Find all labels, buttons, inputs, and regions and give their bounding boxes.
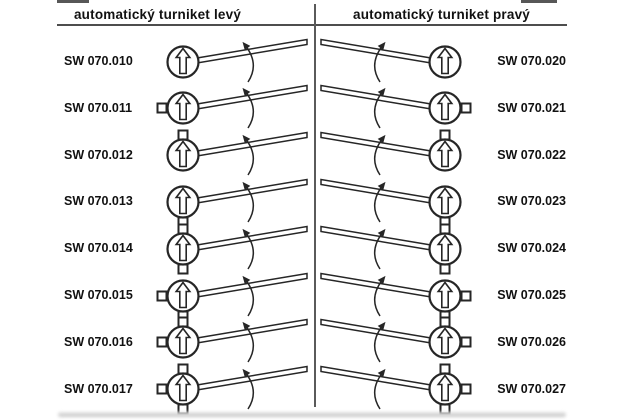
mount-tab-top — [177, 363, 189, 375]
mount-tab-side — [156, 383, 168, 395]
product-code-left: SW 070.015 — [64, 288, 133, 302]
rotation-arrowhead — [242, 275, 251, 284]
rotation-arrowhead — [242, 134, 251, 144]
product-code-left: SW 070.011 — [64, 100, 133, 115]
product-code-right: SW 070.027 — [497, 381, 566, 396]
turnstile-diagram-right — [320, 363, 472, 415]
rotor-up-arrow-icon — [174, 327, 192, 355]
turnstile-diagram-right — [320, 129, 462, 176]
turnstile-diagram-right — [320, 84, 472, 129]
rotation-arrowhead — [242, 322, 251, 331]
mount-tab-side — [460, 102, 472, 114]
product-code-right: SW 070.025 — [497, 288, 566, 302]
product-code-left: SW 070.016 — [64, 334, 133, 349]
product-code-right: SW 070.023 — [497, 194, 566, 209]
header-rule — [57, 24, 567, 26]
rotor-up-arrow-icon — [174, 374, 192, 402]
column-header-left: automatický turniket levý — [73, 7, 242, 22]
rotor-up-arrow-icon — [436, 280, 454, 308]
product-code-left: SW 070.017 — [64, 381, 133, 396]
rotor-up-arrow-icon — [436, 327, 454, 355]
rotor-up-arrow-icon — [174, 46, 192, 74]
mount-tab-side — [156, 290, 168, 301]
turnstile-diagram-left — [156, 272, 308, 321]
turnstile-diagram-right — [320, 178, 462, 228]
mount-tab-top — [177, 316, 189, 328]
mount-tab-side — [460, 383, 472, 395]
mount-tab-top — [439, 363, 451, 375]
turnstile-diagram-left — [166, 129, 308, 176]
rotation-arrowhead — [242, 368, 251, 378]
rotation-arrowhead — [242, 181, 251, 191]
turnstile-diagram-right — [320, 38, 462, 82]
rotation-arrowhead — [242, 88, 251, 97]
rotation-arrowhead — [377, 41, 386, 50]
rotor-up-arrow-icon — [174, 233, 192, 261]
turnstile-row: SW 070.015 SW 070.025 — [0, 272, 630, 321]
turnstile-diagram-right — [320, 316, 472, 363]
rotation-arrowhead — [377, 275, 386, 284]
turnstile-diagram-left — [166, 38, 308, 82]
product-code-right: SW 070.024 — [497, 241, 566, 256]
center-divider — [314, 4, 316, 407]
mount-tab-side — [156, 102, 168, 114]
mount-tab-side — [156, 336, 168, 348]
mount-tab-side — [460, 336, 472, 348]
product-code-left: SW 070.010 — [64, 54, 133, 68]
rotation-arrowhead — [242, 41, 251, 50]
product-code-right: SW 070.022 — [497, 147, 566, 162]
rotation-arrowhead — [377, 134, 386, 144]
column-header-right: automatický turniket pravý — [352, 7, 530, 22]
turnstile-diagram-left — [156, 363, 308, 415]
rotor-up-arrow-icon — [174, 187, 192, 215]
page-edge-shadow — [58, 412, 566, 417]
rotor-up-arrow-icon — [436, 93, 454, 121]
mount-tab-top — [177, 223, 189, 235]
rotation-arrowhead — [377, 368, 386, 378]
turnstile-row: SW 070.017 SW 070.027 — [0, 363, 630, 415]
rotor-up-arrow-icon — [436, 187, 454, 215]
turnstile-diagram-left — [166, 178, 308, 228]
rotor-up-arrow-icon — [174, 93, 192, 121]
turnstile-row: SW 070.013 SW 070.023 — [0, 178, 630, 228]
rotation-arrowhead — [377, 88, 386, 97]
mount-tab-top — [439, 316, 451, 328]
page-crop-artifact — [57, 0, 89, 3]
rotor-up-arrow-icon — [174, 280, 192, 308]
rotor-up-arrow-icon — [436, 140, 454, 168]
turnstile-diagram-left — [166, 223, 308, 275]
mount-tab-top — [439, 129, 451, 141]
page-crop-artifact — [521, 0, 557, 3]
turnstile-diagram-left — [156, 316, 308, 363]
product-code-left: SW 070.014 — [64, 241, 133, 256]
product-code-left: SW 070.013 — [64, 194, 133, 209]
rotor-up-arrow-icon — [174, 140, 192, 168]
rotation-arrowhead — [242, 228, 251, 237]
rotation-arrowhead — [377, 181, 386, 191]
rotation-arrowhead — [377, 228, 386, 237]
mount-tab-top — [439, 223, 451, 235]
turnstile-diagram-right — [320, 272, 472, 321]
product-code-right: SW 070.021 — [497, 100, 566, 115]
turnstile-row: SW 070.011 SW 070.021 — [0, 84, 630, 132]
rotor-up-arrow-icon — [436, 374, 454, 402]
rotor-up-arrow-icon — [436, 233, 454, 261]
product-code-right: SW 070.026 — [497, 334, 566, 349]
turnstile-row: SW 070.010 SW 070.020 — [0, 38, 630, 85]
turnstile-row: SW 070.014 SW 070.024 — [0, 223, 630, 275]
product-code-right: SW 070.020 — [497, 54, 566, 68]
product-code-left: SW 070.012 — [64, 147, 133, 162]
turnstile-diagram-left — [156, 84, 308, 129]
turnstile-row: SW 070.016 SW 070.026 — [0, 316, 630, 366]
turnstile-row: SW 070.012 SW 070.022 — [0, 129, 630, 179]
mount-tab-side — [460, 290, 472, 301]
rotor-up-arrow-icon — [436, 46, 454, 74]
rotation-arrowhead — [377, 322, 386, 331]
mount-tab-top — [177, 129, 189, 141]
turnstile-diagram-right — [320, 223, 462, 275]
